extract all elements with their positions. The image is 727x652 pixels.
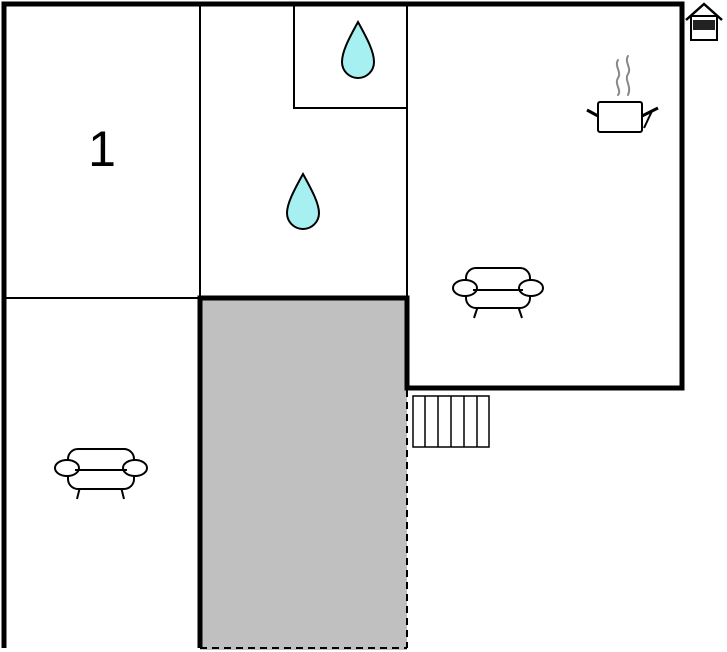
cooking-pot-icon — [586, 55, 659, 133]
stairs-icon — [412, 395, 490, 448]
terrace-area — [200, 298, 407, 650]
house-icon — [685, 2, 723, 41]
sofa-icon — [54, 448, 148, 500]
sofa-icon — [452, 267, 544, 319]
water-drop-icon — [285, 171, 321, 230]
terrace-dashed-edge — [200, 390, 408, 649]
water-drop-icon — [340, 19, 376, 79]
exterior-walls — [1, 1, 685, 648]
room-number-label: 1 — [88, 121, 116, 177]
